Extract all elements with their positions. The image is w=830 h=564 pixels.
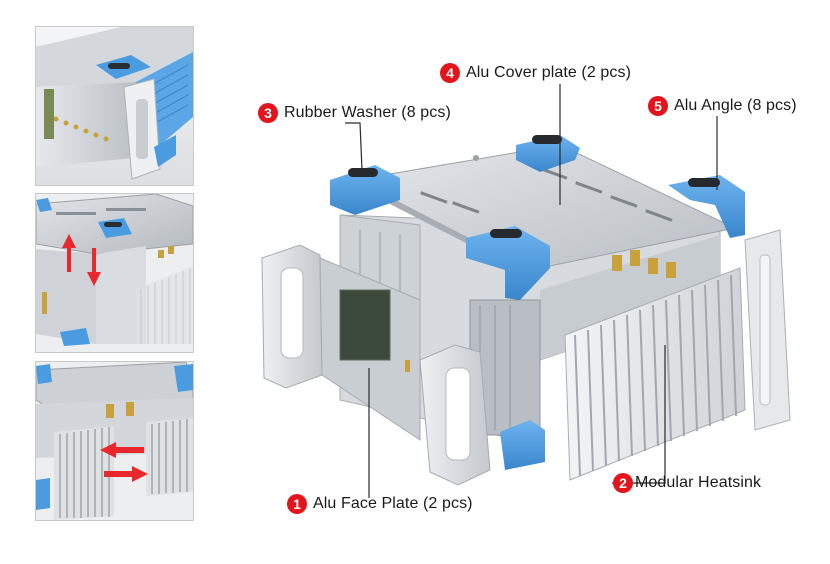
callout-alu-angle: 5 Alu Angle (8 pcs) — [648, 96, 797, 116]
face-plate-illustration — [36, 27, 193, 185]
cover-removal-illustration — [36, 194, 193, 352]
callout-text: Modular Heatsink — [635, 474, 762, 491]
callout-alu-cover-plate: 4 Alu Cover plate (2 pcs) — [440, 63, 631, 83]
heatsink-slide-illustration — [36, 362, 193, 520]
badge-number: 3 — [258, 103, 278, 123]
display-screen — [339, 289, 391, 361]
alu-angle-rear-right — [668, 175, 745, 238]
alu-face-plate-left — [261, 244, 435, 441]
callout-text: Rubber Washer (8 pcs) — [284, 104, 451, 121]
heatsink-rear — [744, 229, 791, 431]
modular-heatsink — [564, 267, 746, 481]
callout-modular-heatsink: 2 Modular Heatsink — [613, 473, 761, 493]
callout-text: Alu Angle (8 pcs) — [674, 97, 797, 114]
rubber-washer-icon-3 — [688, 178, 720, 187]
rubber-washer-icon-2 — [532, 135, 562, 144]
heatsink-right — [146, 418, 193, 496]
rubber-washer-icon — [348, 168, 378, 177]
slide-arrows-icon — [100, 442, 148, 482]
alu-face-plate-front — [419, 344, 545, 486]
heatsink-left — [54, 426, 114, 520]
callout-text: Alu Face Plate (2 pcs) — [313, 495, 473, 512]
up-down-arrow-icon — [62, 234, 101, 286]
rubber-washer-icon-4 — [490, 229, 522, 238]
alu-angle-front-middle — [466, 226, 550, 300]
badge-number: 4 — [440, 63, 460, 83]
badge-number: 2 — [613, 473, 633, 493]
callout-text: Alu Cover plate (2 pcs) — [466, 64, 632, 81]
callout-rubber-washer: 3 Rubber Washer (8 pcs) — [258, 103, 451, 123]
thumbnail-face-plate-detail — [35, 26, 194, 186]
callout-alu-face-plate: 1 Alu Face Plate (2 pcs) — [287, 494, 473, 514]
alu-angle-rear-left — [330, 165, 400, 215]
thumbnail-cover-removal-detail — [35, 193, 194, 353]
badge-number: 5 — [648, 96, 668, 116]
screw-icon — [473, 155, 479, 161]
alu-angle-rear-middle — [516, 135, 580, 172]
thumbnail-heatsink-slide-detail — [35, 361, 194, 521]
badge-number: 1 — [287, 494, 307, 514]
